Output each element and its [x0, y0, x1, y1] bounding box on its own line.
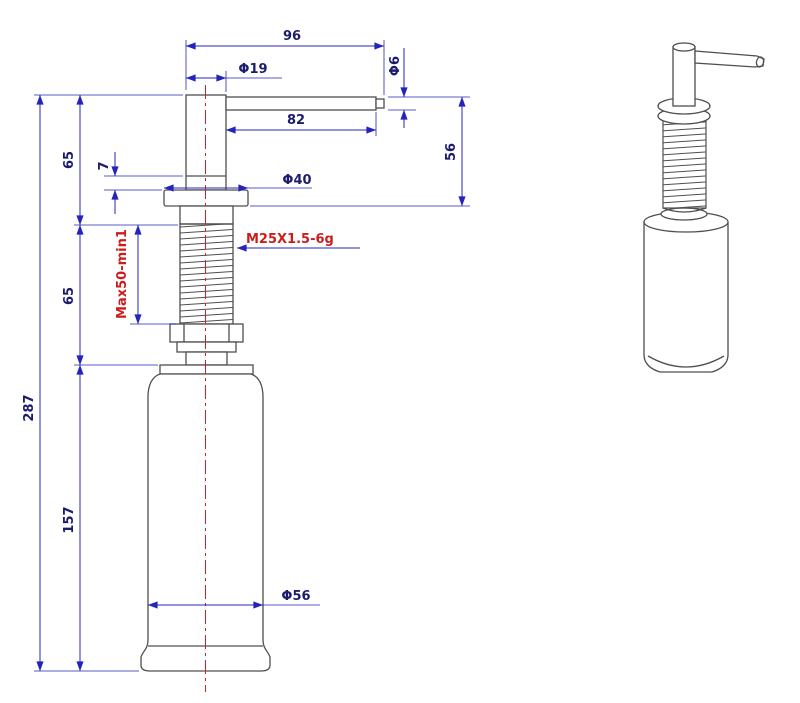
spacer: [185, 351, 228, 366]
dim-upper-height: 65: [62, 151, 77, 169]
pictorial-thread-bottom: [662, 207, 707, 213]
lock-nut: [169, 323, 244, 343]
dim-total-height: 287: [22, 394, 37, 421]
spout-tip: [375, 98, 385, 109]
dim-thread-spec: M25X1.5-6g: [246, 232, 334, 247]
dim-spout-length: 82: [287, 113, 305, 128]
pictorial-view: [643, 42, 765, 373]
pictorial-bottle: [643, 222, 729, 373]
dim-spout-to-flange: 56: [444, 143, 459, 161]
dim-flange-offset: 7: [97, 161, 112, 170]
dimensions: 96 Φ19 Φ6 82 65 7 56 Φ40: [22, 29, 470, 672]
bottle-cap: [159, 364, 254, 375]
pictorial-spout: [694, 50, 765, 68]
dim-spout-diameter: Φ6: [388, 56, 403, 76]
pictorial-threads: [662, 119, 707, 209]
main-view: [140, 94, 385, 672]
dim-mid-height: 65: [62, 287, 77, 305]
pictorial-spout-tip: [755, 56, 765, 68]
dim-overall-width: 96: [283, 29, 301, 44]
pictorial-pump-head: [672, 46, 696, 107]
dim-thread-range: Max50-min1: [115, 229, 130, 319]
shank: [179, 205, 234, 225]
dim-flange-diameter: Φ40: [282, 173, 311, 188]
pictorial-bottle-foot: [647, 355, 725, 368]
thread-section: [179, 223, 234, 325]
washer: [176, 341, 237, 353]
dim-bottle-height: 157: [62, 506, 77, 533]
dim-head-diameter: Φ19: [238, 62, 267, 77]
pictorial-head-top: [672, 42, 696, 52]
dim-bottle-diameter: Φ56: [281, 589, 310, 604]
spout-arm: [225, 96, 377, 111]
